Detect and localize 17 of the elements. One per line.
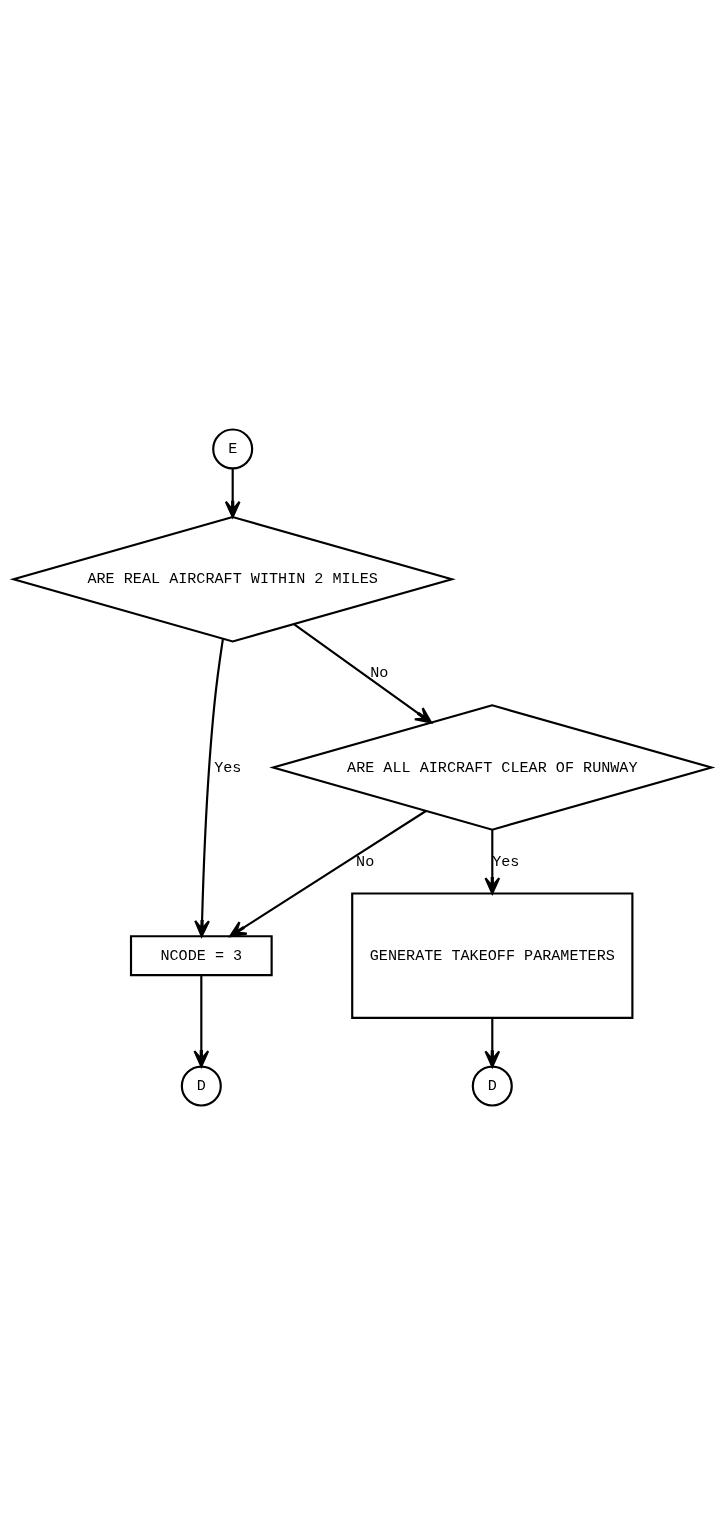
arrow: [192, 975, 209, 1068]
node-box: GENERATE TAKEOFF PARAMETERS: [350, 892, 633, 1019]
node-diamond: ARE REAL AIRCRAFT WITHIN 2 MILES: [9, 515, 456, 643]
arrow: [193, 638, 224, 938]
edge-label: Yes: [491, 852, 519, 871]
arrow: [292, 623, 432, 724]
edge-label: No: [369, 664, 388, 683]
arrow: [228, 810, 426, 938]
arrow: [483, 830, 500, 895]
node-circle: D: [180, 1065, 222, 1107]
node-circle: E: [211, 428, 253, 470]
edge-label: No: [355, 852, 374, 871]
arrow: [224, 468, 241, 519]
arrow: [483, 1018, 500, 1068]
edge-label: Yes: [213, 758, 241, 777]
node-circle: D: [471, 1065, 513, 1107]
node-box: NCODE = 3: [129, 935, 273, 977]
